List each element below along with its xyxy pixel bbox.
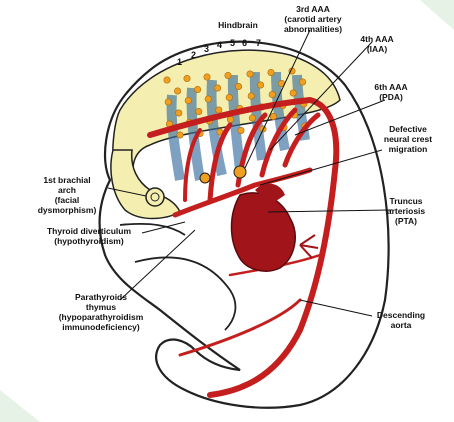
neural-crest-dot: [205, 96, 211, 102]
label-descending-aorta: Descending aorta: [366, 310, 436, 330]
label-thyroid-diverticulum: Thyroid diverticulum (hypothyroidism): [34, 226, 144, 246]
neural-crest-dot: [184, 75, 190, 81]
label-3rd-aaa: 3rd AAA (carotid artery abnormalities): [268, 4, 358, 34]
label-parathyroids-thymus: Parathyroids thymus (hypoparathyroidism …: [46, 292, 156, 332]
rhombomere-number: 5: [230, 38, 235, 48]
neural-crest-dot: [247, 71, 253, 77]
label-hindbrain: Hindbrain: [208, 20, 268, 30]
neural-crest-dot: [268, 69, 274, 75]
neural-crest-dot: [249, 115, 255, 121]
neural-crest-dot: [270, 113, 276, 119]
label-neural-crest: Defective neural crest migration: [372, 124, 444, 154]
neural-crest-dot: [176, 110, 182, 116]
neural-crest-dot: [238, 127, 244, 133]
neural-crest-dot: [226, 94, 232, 100]
label-truncus-arteriosis: Truncus arteriosis (PTA): [376, 196, 436, 226]
neural-crest-dot: [235, 83, 241, 89]
corner-tint: [0, 390, 40, 422]
neural-crest-dot: [227, 116, 233, 122]
neural-crest-dot: [269, 91, 275, 97]
rhombomere-number: 6: [242, 38, 247, 48]
label-1st-brachial-arch: 1st brachial arch (facial dysmorphism): [26, 175, 108, 215]
first-arch-circle: [146, 188, 164, 206]
neural-crest-dot: [299, 79, 305, 85]
rhombomere-number: 2: [191, 50, 196, 60]
rhombomere-number: 7: [256, 38, 261, 48]
rhombomere-number: 4: [217, 40, 222, 50]
neural-crest-dot: [216, 107, 222, 113]
neural-crest-dot: [204, 74, 210, 80]
rhombomere-number: 3: [204, 44, 209, 54]
neural-crest-dot: [214, 85, 220, 91]
neural-crest-dot: [174, 88, 180, 94]
corner-tint: [420, 0, 454, 30]
neural-crest-dot: [248, 93, 254, 99]
neural-crest-dot: [257, 82, 263, 88]
neural-crest-dot: [177, 132, 183, 138]
neural-crest-dot: [290, 90, 296, 96]
arch-node: [234, 166, 246, 178]
neural-crest-dot: [196, 108, 202, 114]
arch-node: [200, 173, 210, 183]
neural-crest-dot: [164, 77, 170, 83]
rhombomere-number: 1: [177, 57, 182, 67]
neural-crest-dot: [194, 86, 200, 92]
neural-crest-dot: [165, 99, 171, 105]
label-6th-aaa: 6th AAA (PDA): [366, 82, 416, 102]
neural-crest-dot: [225, 72, 231, 78]
label-4th-aaa: 4th AAA (IAA): [352, 34, 402, 54]
neural-crest-dot: [185, 97, 191, 103]
